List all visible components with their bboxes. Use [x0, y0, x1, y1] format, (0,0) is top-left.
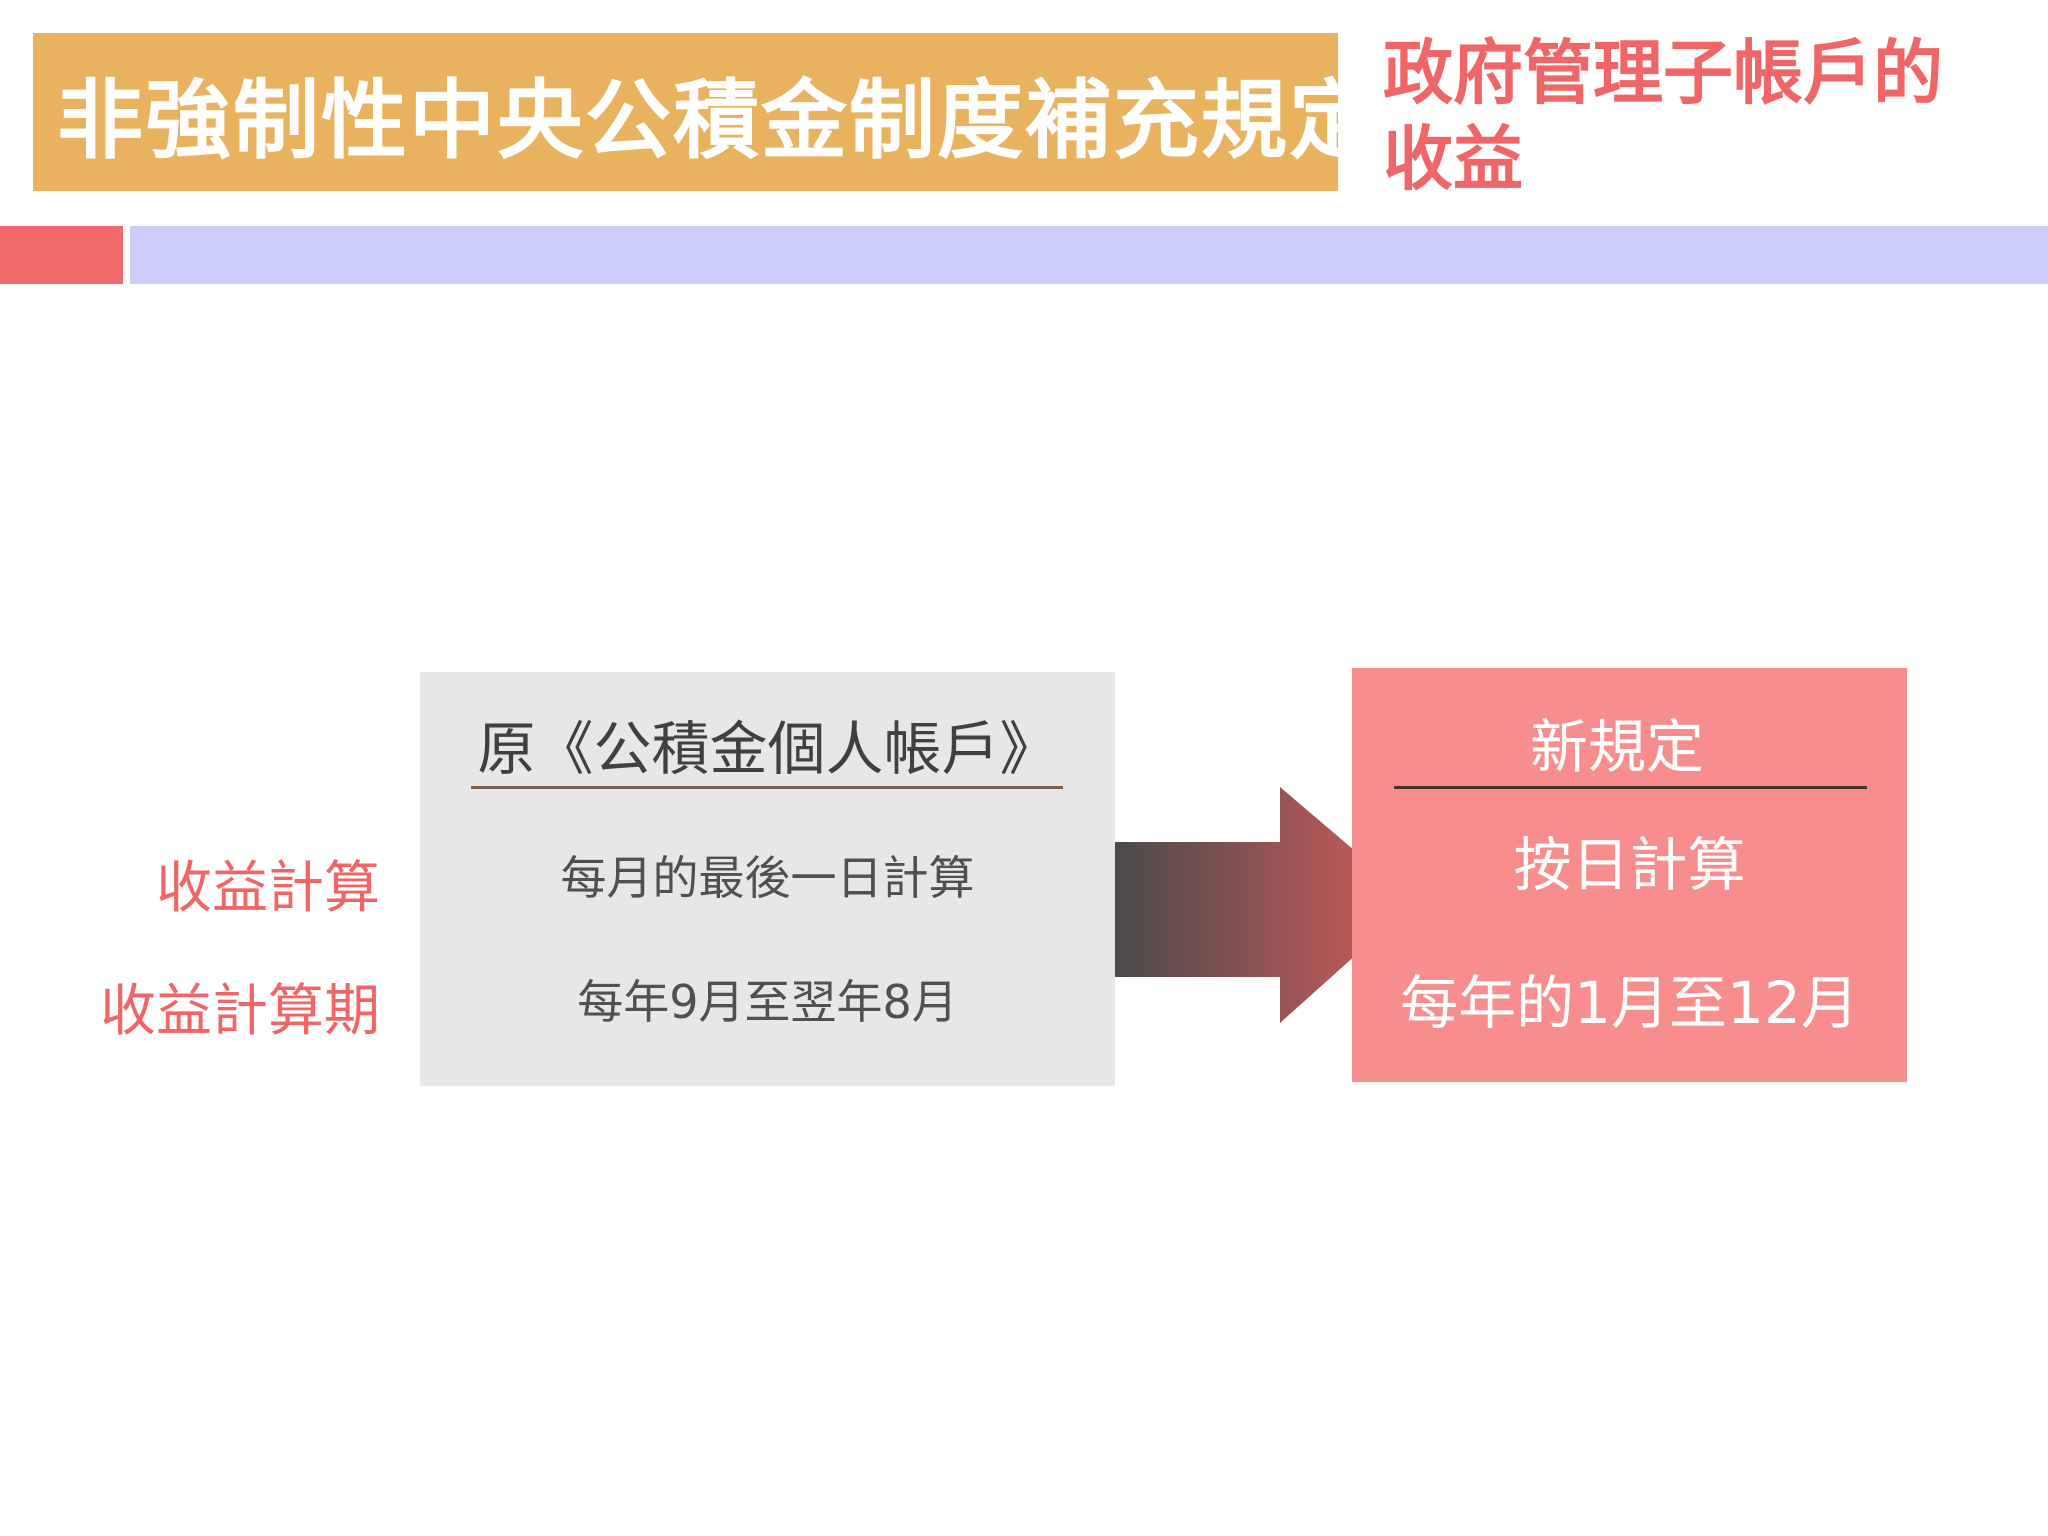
new-rule-divider: [1394, 786, 1867, 789]
new-rule-period: 每年的1月至12月: [1400, 969, 1859, 1037]
title-banner: 非強制性中央公積金制度補充規定: [33, 33, 1375, 191]
old-rule-heading: 原《公積金個人帳戶》: [477, 715, 1058, 783]
accent-bar-lilac: [130, 226, 2048, 284]
new-rule-box: 新規定 按日計算 每年的1月至12月: [1352, 668, 1907, 1082]
old-rule-calculation: 每月的最後一日計算: [560, 851, 975, 905]
old-rule-divider: [471, 786, 1063, 789]
old-rule-box: 原《公積金個人帳戶》 每月的最後一日計算 每年9月至翌年8月: [420, 672, 1115, 1086]
new-rule-calculation: 按日計算: [1513, 831, 1746, 899]
section-subtitle: 政府管理子帳戶的收益: [1383, 32, 1943, 200]
right-arrow-icon: [1115, 787, 1415, 1023]
accent-bar-red: [0, 226, 123, 284]
row-label-calculation: 收益計算: [156, 856, 380, 921]
page-title: 非強制性中央公積金制度補充規定: [57, 70, 1377, 171]
old-rule-period: 每年9月至翌年8月: [577, 975, 958, 1029]
row-label-period: 收益計算期: [100, 979, 380, 1044]
new-rule-heading: 新規定: [1529, 713, 1704, 781]
